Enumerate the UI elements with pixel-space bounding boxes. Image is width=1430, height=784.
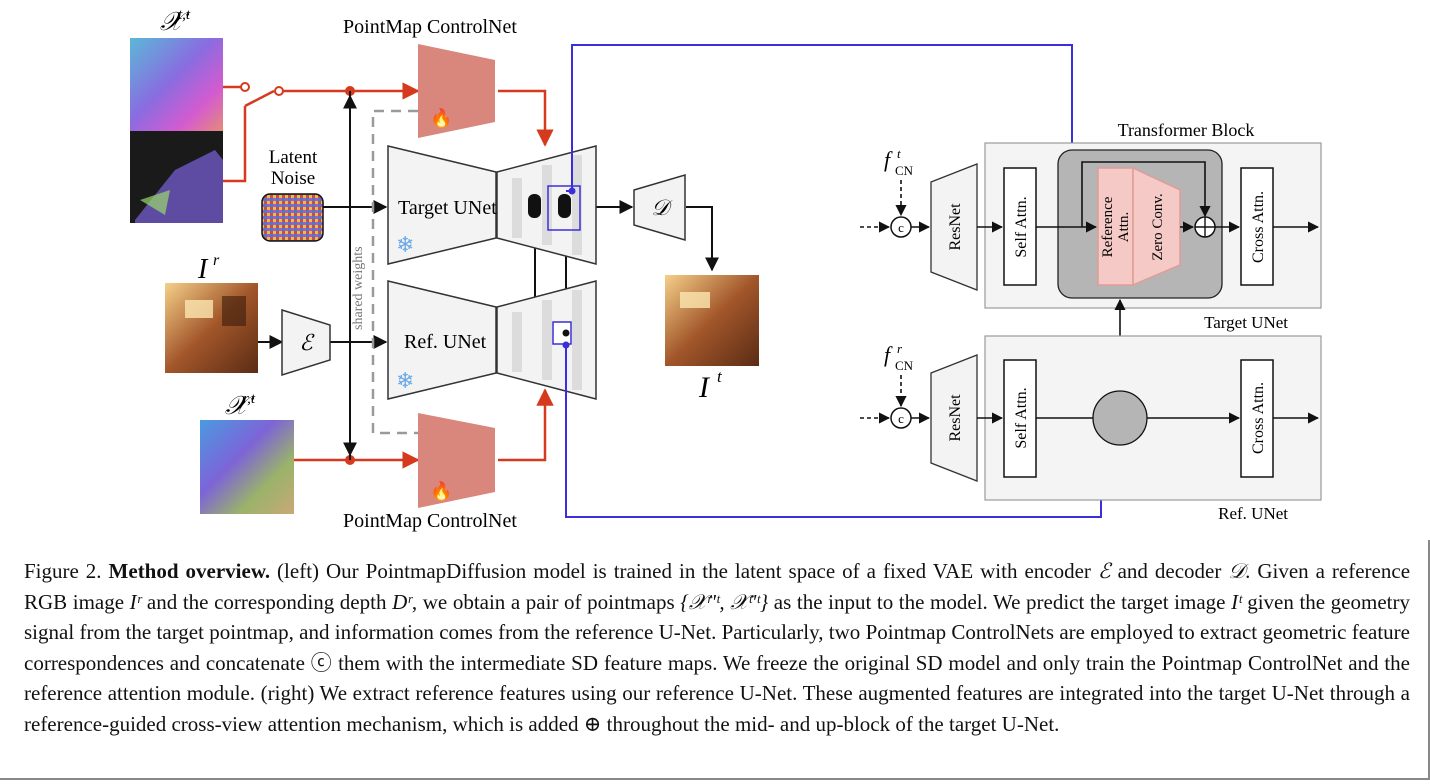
resnet-label-target: ResNet — [947, 203, 964, 251]
zero-conv-block — [1132, 166, 1181, 287]
snowflake-icon: ❄ — [396, 368, 414, 393]
f-cn-target-sub: CN — [895, 163, 914, 178]
controlnet-top-label: PointMap ControlNet — [343, 16, 517, 38]
self-attn-block-target — [1003, 167, 1037, 286]
feature-token — [528, 194, 541, 218]
caption-math: 𝒟 — [1228, 559, 1246, 583]
target-pointmap-sup: t,t — [178, 7, 191, 23]
controlnet-bottom-block — [418, 413, 495, 508]
reference-pointmap-sup: r,t — [243, 391, 256, 407]
target-pointmap-image — [130, 38, 223, 131]
black-flow-lines — [258, 91, 719, 460]
reference-pointmap-image — [200, 420, 294, 514]
caption-text: and decoder — [1110, 559, 1229, 583]
reference-attn-label-1: Reference — [1100, 196, 1116, 257]
vae-decoder: 𝒟 — [633, 173, 686, 242]
resnet-block-target — [930, 163, 978, 291]
ref-unet-panel-label: Ref. UNet — [1218, 504, 1288, 523]
concat-symbol: c — [898, 411, 904, 426]
self-attn-label-ref: Self Attn. — [1013, 387, 1030, 448]
fire-icon: 🔥 — [430, 107, 452, 128]
target-pointmap-input: 𝒳 t,t — [130, 7, 223, 223]
output-image-label: I — [698, 371, 711, 404]
latent-noise-input: Latent Noise — [261, 147, 324, 242]
reference-pointmap-input: 𝒳 r,t — [200, 391, 294, 514]
reference-image-input: I r — [165, 252, 258, 373]
caption-text: , we obtain a pair of pointmaps — [411, 589, 681, 614]
f-cn-ref-sup: r — [897, 341, 903, 356]
target-unet: Target UNet ❄ — [387, 145, 597, 265]
vae-encoder: ℰ — [281, 308, 331, 377]
pointmap-controlnet-top: PointMap ControlNet 🔥 — [343, 16, 517, 138]
self-attn-block-ref — [1003, 359, 1037, 478]
caption-text: them with the intermediate SD feature ma… — [24, 650, 1410, 736]
pointmap-controlnet-bottom: 🔥 PointMap ControlNet — [343, 413, 517, 532]
output-image-sup: t — [717, 367, 723, 386]
method-overview-diagram: 𝒳 t,t Latent Noise I r 𝒳 r,t — [130, 7, 1322, 532]
target-unet-encoder — [387, 145, 497, 265]
controlnet-bottom-label: PointMap ControlNet — [343, 510, 517, 532]
cross-attn-label-ref: Cross Attn. — [1250, 382, 1267, 454]
shared-weights-dashed-line — [371, 109, 418, 435]
shared-weights-label: shared weights — [351, 246, 366, 330]
decoder-symbol: 𝒟 — [651, 195, 673, 220]
caption-math: Iᵗ — [1231, 589, 1242, 614]
caption-text: as the input to the model. We predict th… — [768, 589, 1232, 614]
output-image-thumbnail — [665, 275, 759, 366]
caption-math: ℰ — [1097, 559, 1111, 583]
f-cn-target-sup: t — [897, 146, 901, 161]
cross-attn-block-target — [1240, 167, 1274, 286]
snowflake-icon: ❄ — [396, 232, 414, 257]
ref-unet: Ref. UNet ❄ — [387, 280, 597, 400]
caption-symbol: ⊕ — [583, 711, 602, 736]
ref-feature-node — [1092, 390, 1148, 446]
target-unet-label: Target UNet — [398, 197, 497, 219]
frame-bottom-border — [0, 778, 1430, 780]
caption-text: given the geometry signal from the targe… — [24, 589, 1410, 675]
target-unet-panel-label: Target UNet — [1204, 313, 1288, 332]
reference-attn-label-2: Attn. — [1116, 212, 1132, 242]
controlnet-top-block — [418, 44, 495, 138]
figure-caption: Figure 2. Method overview. (left) Our Po… — [24, 556, 1410, 739]
feature-token — [558, 194, 571, 218]
reference-image-label: I — [197, 254, 209, 285]
transformer-block-label: Transformer Block — [1118, 120, 1255, 140]
frame-right-border — [1428, 540, 1430, 780]
ref-unet-label: Ref. UNet — [404, 331, 487, 353]
attention-highlight-box — [552, 321, 572, 345]
encoder-symbol: ℰ — [299, 330, 315, 355]
cross-attn-block-ref — [1240, 359, 1274, 478]
reference-attn-block — [1097, 167, 1134, 286]
self-attn-label-target: Self Attn. — [1013, 196, 1030, 257]
f-cn-ref: f — [884, 342, 893, 367]
caption-title: Method overview. — [108, 559, 271, 583]
f-cn-target: f — [884, 147, 893, 172]
latent-noise-label-line1: Latent — [269, 147, 318, 168]
resnet-block-ref — [930, 354, 978, 482]
caption-text: (left) Our PointmapDiffusion model is tr… — [270, 559, 1098, 583]
caption-text: throughout the mid- and up-block of the … — [601, 711, 1060, 736]
ref-unet-encoder — [387, 280, 497, 400]
latent-noise-label-line2: Noise — [271, 168, 315, 189]
caption-math: Dʳ — [392, 589, 412, 614]
output-image: I t — [665, 275, 759, 404]
caption-symbol: ⓒ — [310, 650, 333, 675]
caption-math: {𝒳ʳ'ᵗ, 𝒳ᵗ'ᵗ} — [680, 589, 769, 614]
fire-icon: 🔥 — [430, 480, 452, 501]
f-cn-ref-sub: CN — [895, 358, 914, 373]
red-control-paths — [223, 82, 554, 469]
cross-attn-label-target: Cross Attn. — [1250, 191, 1267, 263]
caption-text: and the corresponding depth — [141, 589, 393, 614]
concat-symbol: c — [898, 220, 904, 235]
latent-noise-image — [261, 193, 324, 242]
caption-math: Iʳ — [129, 589, 142, 614]
caption-text: . Given a reference RGB image — [24, 559, 1411, 614]
reference-image-sup: r — [213, 252, 220, 269]
resnet-label-ref: ResNet — [947, 394, 964, 442]
attention-highlight-box — [547, 185, 581, 231]
caption-figure-number: Figure 2. — [24, 559, 102, 583]
zero-conv-label: Zero Conv. — [1150, 193, 1166, 260]
